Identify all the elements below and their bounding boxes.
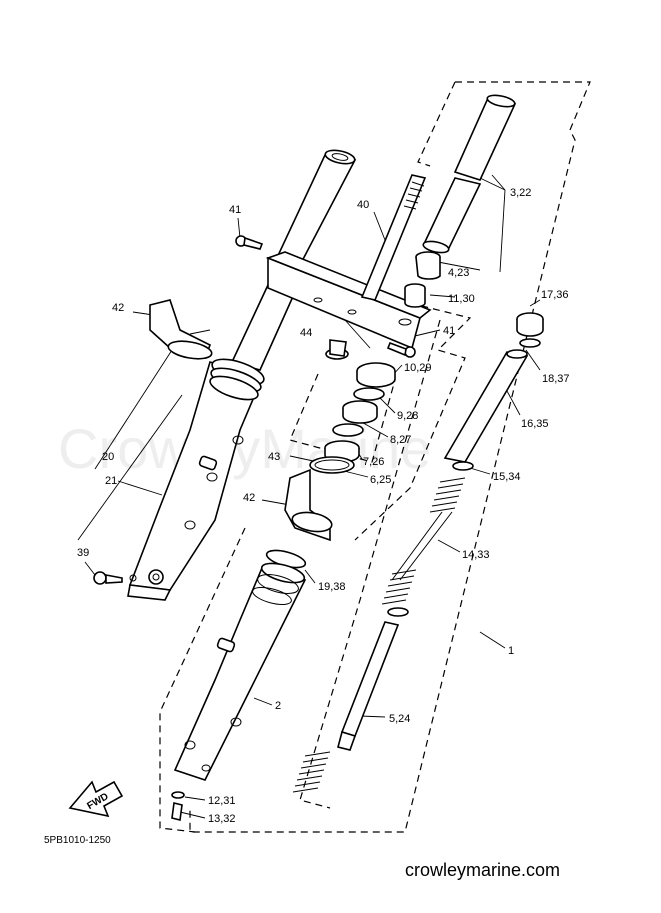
drawing-code: 5PB1010-1250 — [44, 835, 111, 846]
guard-42-middle — [284, 468, 333, 542]
bolt-13 — [171, 802, 183, 821]
callout-42-left: 42 — [112, 302, 124, 314]
callout-11-30: 11,30 — [448, 293, 475, 305]
assembly-1-outline — [189, 81, 591, 833]
callout-18-37: 18,37 — [542, 373, 570, 385]
callout-10-29: 10,29 — [404, 362, 432, 374]
callout-13-32: 13,32 — [208, 813, 236, 825]
damper-rod-5 — [292, 607, 409, 793]
steering-group-outline — [354, 299, 472, 541]
callout-21: 21 — [105, 475, 117, 487]
callout-39: 39 — [77, 547, 89, 559]
callout-42-middle: 42 — [243, 492, 255, 504]
callout-2: 2 — [275, 700, 281, 712]
callout-43: 43 — [268, 451, 280, 463]
bearing-group-outline — [289, 371, 396, 463]
callout-40: 40 — [357, 199, 369, 211]
callout-20: 20 — [102, 451, 114, 463]
callout-15-34: 15,34 — [493, 471, 521, 483]
callout-16-35: 16,35 — [521, 418, 549, 430]
callout-6-25: 6,25 — [370, 474, 391, 486]
inner-outline — [299, 319, 441, 809]
callout-labels: 3,22 4,23 11,30 17,36 18,37 16,35 15,34 … — [77, 187, 570, 825]
callout-3-22: 3,22 — [510, 187, 531, 199]
bolt-39 — [93, 571, 137, 585]
callout-41-right: 41 — [443, 325, 455, 337]
outer-tube-2 — [173, 549, 307, 781]
callout-14-33: 14,33 — [462, 549, 490, 561]
cap-17 — [516, 312, 544, 348]
callout-19-38: 19,38 — [318, 581, 346, 593]
bearing-stack — [309, 362, 396, 474]
fork-2-outline — [159, 527, 246, 833]
callout-7-26: 7,26 — [363, 456, 384, 468]
callout-1: 1 — [508, 645, 514, 657]
bushing-44 — [325, 339, 349, 360]
fwd-arrow-icon: FWD — [68, 780, 124, 818]
footer-url: crowleymarine.com — [405, 860, 560, 880]
steering-stem-40 — [360, 174, 427, 301]
callout-17-36: 17,36 — [541, 289, 569, 301]
bushings-4-11 — [404, 251, 441, 308]
upper-bracket-assembly — [127, 149, 432, 601]
callout-44: 44 — [300, 327, 312, 339]
callout-12-31: 12,31 — [208, 795, 236, 807]
callout-9-28: 9,28 — [397, 410, 418, 422]
callout-5-24: 5,24 — [389, 713, 410, 725]
leader-lines — [77, 174, 541, 819]
guard-42-left — [149, 299, 213, 360]
tube-16 — [443, 349, 529, 463]
callout-4-23: 4,23 — [448, 267, 469, 279]
spring-14 — [381, 477, 466, 605]
inner-tube-3 — [422, 94, 517, 254]
watermark-text: CrowleyMarine — [58, 417, 431, 480]
washer-12 — [171, 791, 185, 799]
assembly-1-outline-left — [417, 81, 456, 167]
callout-8-27: 8,27 — [390, 434, 411, 446]
seal-15 — [452, 461, 474, 471]
callout-41-top: 41 — [229, 204, 241, 216]
bolt-41-right — [386, 341, 416, 358]
bolt-41-top — [235, 235, 264, 250]
